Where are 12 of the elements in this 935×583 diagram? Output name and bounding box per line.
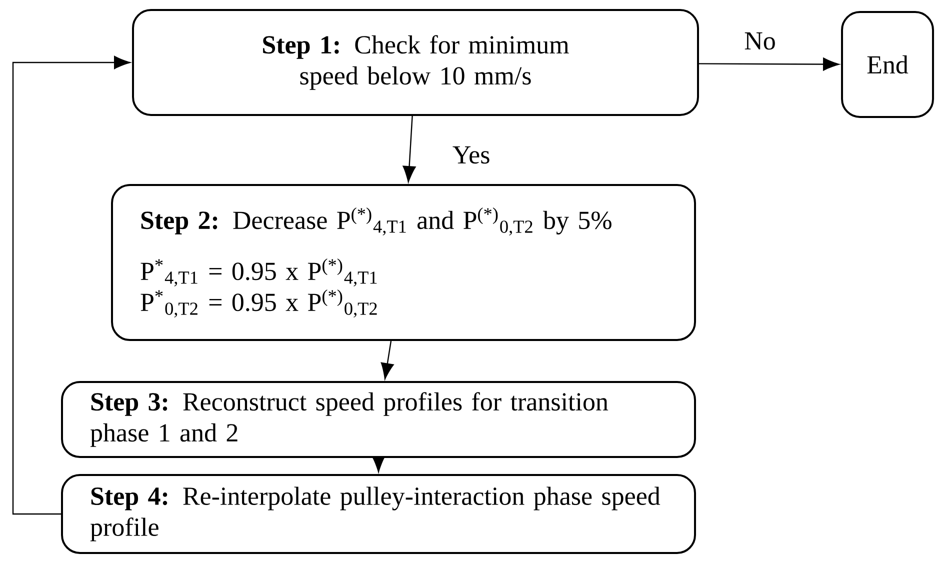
arrow bbox=[12, 56, 130, 515]
process-box: Step 1: Check for minimum speed below 10 mm/s bbox=[132, 9, 699, 116]
arrow bbox=[699, 58, 840, 71]
process-box: Step 4: Re-interpolate pulley-interaction phase speed profile bbox=[61, 474, 696, 554]
arrow bbox=[402, 116, 416, 182]
arrow bbox=[372, 456, 386, 472]
process-box: Step 2: Decrease P$^{(*)}$$_{4,T1}$ and P$^{(*)}$$_{0,T2}$ by 5% P$^{*}$$_{4,T1}$ = 0.95 x P$^{(*)}$4,T1 P$^{*}$$_{0,T2}$ = 0.95 x P$^{(*)}$0,T2 bbox=[111, 184, 696, 341]
edge-label: No bbox=[744, 32, 775, 50]
edge-label: Yes bbox=[452, 146, 490, 164]
process-box: Step 3: Reconstruct speed profiles for transition phase 1 and 2 bbox=[61, 381, 696, 458]
process-box: End bbox=[841, 11, 934, 118]
arrow bbox=[380, 340, 394, 380]
